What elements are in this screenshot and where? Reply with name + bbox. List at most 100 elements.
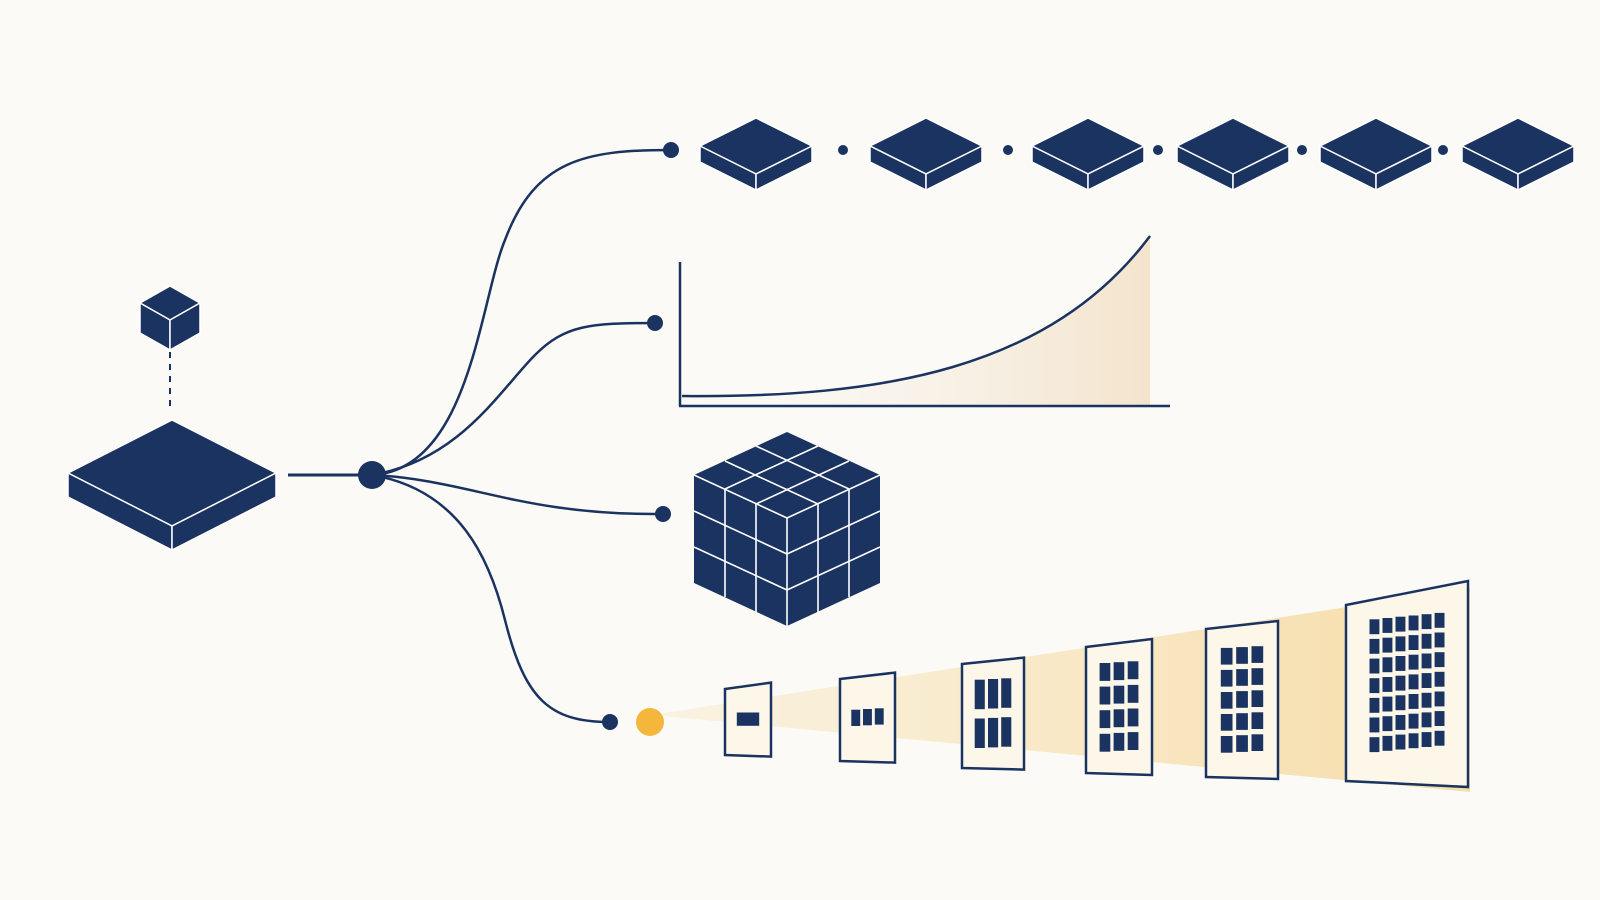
cube-right-face — [787, 475, 880, 626]
branch-curve-growth — [371, 321, 656, 477]
panel-cell — [974, 718, 985, 748]
panel-cell — [1421, 653, 1432, 669]
sequence-tile — [868, 117, 984, 192]
sequence-separator-dot — [1297, 145, 1307, 155]
panel-cell — [1408, 654, 1419, 670]
panel-cell — [1369, 717, 1380, 733]
growth-curve-line — [681, 235, 1152, 398]
panel-group — [723, 579, 1470, 789]
panel-cell — [1251, 668, 1264, 685]
panel-cell — [1408, 713, 1419, 729]
panel-cell — [1382, 618, 1393, 633]
panel-cell — [1408, 635, 1419, 650]
panel-cell — [1382, 735, 1393, 751]
panel-cell — [1369, 658, 1380, 674]
panel-cell — [1099, 663, 1111, 681]
panel-cell — [1236, 647, 1248, 664]
panel-cell — [1395, 715, 1406, 730]
sequence-separator-dot — [1153, 145, 1163, 155]
curve-area-fill — [682, 236, 1150, 405]
panel-cell — [1421, 614, 1432, 630]
panel-cell — [974, 679, 985, 710]
panel-cell — [1434, 632, 1445, 648]
panel-cell — [1220, 669, 1233, 687]
panel-cell — [1369, 678, 1380, 694]
panel-cell — [1408, 674, 1419, 690]
sequence-separator-dot — [1438, 145, 1448, 155]
panel-cell — [1127, 661, 1139, 680]
branch-curves — [371, 148, 671, 724]
panel-cell — [1127, 732, 1139, 750]
panel-cell — [1251, 690, 1264, 707]
cube-grid-lines — [693, 445, 881, 626]
branch-curve-projection — [371, 473, 611, 724]
light-source-icon — [636, 708, 664, 736]
panel-cell — [1395, 734, 1406, 750]
panel-cell — [1113, 709, 1125, 728]
panel-cell — [1099, 733, 1111, 752]
small-cube-icon — [138, 285, 202, 352]
panel-cell — [1421, 633, 1432, 649]
exponential-curve-icon — [678, 235, 1170, 408]
sequence-tile — [698, 117, 814, 192]
panel-cell — [863, 709, 872, 726]
panel-cell — [1434, 612, 1445, 628]
panel-cell — [1220, 736, 1233, 753]
panel-cell — [736, 712, 760, 726]
panel-cell — [1113, 662, 1125, 681]
panel-cell — [874, 708, 884, 725]
panel-cell — [1395, 636, 1406, 652]
panel-cell — [1236, 713, 1248, 730]
panel-cell — [1382, 677, 1393, 692]
projection-panel — [960, 656, 1026, 771]
branch-curve-volume — [371, 473, 661, 516]
projection-panel — [1084, 637, 1154, 777]
panel-cell — [1369, 619, 1380, 635]
tile-sequence-icon — [698, 117, 1576, 192]
panel-cell — [1113, 732, 1125, 751]
panel-cell — [1369, 697, 1380, 713]
panel-cell — [1236, 691, 1248, 708]
base-slab-icon — [66, 419, 278, 552]
panel-cell — [988, 679, 999, 709]
panel-cell — [1251, 646, 1264, 663]
panel-cell — [1220, 692, 1233, 709]
panel-cell — [1408, 615, 1419, 631]
panel-cell — [1434, 671, 1445, 687]
panel-cell — [1434, 691, 1445, 707]
panel-cell — [1421, 673, 1432, 688]
panel-cell — [1113, 685, 1125, 704]
panel-cell — [1382, 716, 1393, 732]
endpoint-dot-sequence — [663, 142, 679, 158]
panel-cell — [1220, 647, 1233, 665]
panel-cell — [1421, 712, 1432, 728]
panel-cell — [1369, 638, 1380, 654]
panel-cell — [1099, 710, 1111, 729]
panel-cell — [1369, 737, 1380, 753]
panel-cell — [1382, 696, 1393, 712]
panel-cell — [1395, 695, 1406, 711]
sequence-tile — [1460, 117, 1576, 192]
panel-cell — [1408, 694, 1419, 709]
panel-cell — [1395, 616, 1406, 632]
panel-cell — [1434, 652, 1445, 668]
sequence-tile — [1318, 117, 1434, 192]
endpoint-dot-volume — [655, 506, 671, 522]
cube-left-face — [694, 475, 787, 626]
projection-panels-icon — [636, 579, 1470, 792]
sequence-separator-dot — [1003, 145, 1013, 155]
sequence-tile — [1030, 117, 1146, 192]
panel-cell — [1395, 656, 1406, 671]
panel-cell — [1382, 637, 1393, 653]
panel-cell — [1127, 708, 1139, 727]
panel-cell — [1251, 712, 1264, 729]
panel-cell — [851, 709, 861, 726]
sequence-tile — [1175, 117, 1291, 192]
panel-cell — [988, 717, 999, 748]
panel-cell — [1434, 730, 1445, 746]
panel-cell — [1099, 686, 1111, 705]
branch-curve-sequence — [371, 148, 671, 477]
panel-cell — [1251, 734, 1264, 751]
panel-cell — [1127, 684, 1139, 703]
